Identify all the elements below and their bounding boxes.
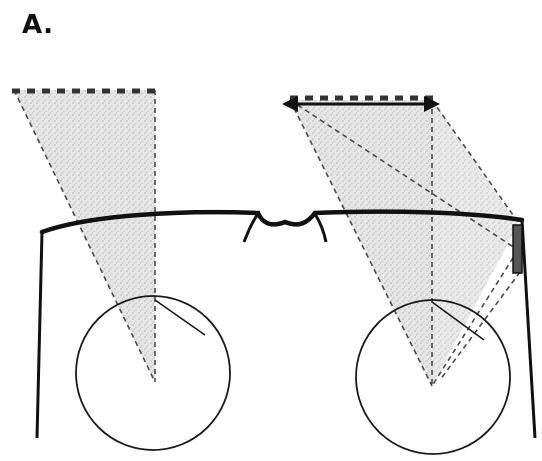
- left-eye-lens-line: [154, 299, 206, 336]
- right-viewing-cone: [290, 100, 432, 386]
- glasses-frame: [39, 209, 525, 235]
- width-arrow-left-head: [282, 96, 298, 112]
- left-cone-left-edge: [13, 89, 156, 383]
- mirror-reflector: [512, 224, 523, 274]
- panel-label: A.: [22, 10, 54, 40]
- nose-bridge-right: [313, 213, 328, 243]
- right-eyeball: [355, 299, 511, 455]
- right-eye-lens-line: [431, 301, 485, 341]
- left-temple: [35, 231, 44, 439]
- right-temple: [520, 219, 537, 439]
- left-eyeball: [75, 295, 231, 451]
- right-ray-to-mirror-b: [431, 99, 521, 226]
- mirror-to-eye-b: [439, 271, 521, 381]
- right-reflected-cone: [432, 100, 518, 386]
- right-ray-to-mirror-a: [289, 99, 519, 251]
- nose-bridge-left: [242, 213, 260, 243]
- width-arrow-right-head: [424, 96, 440, 112]
